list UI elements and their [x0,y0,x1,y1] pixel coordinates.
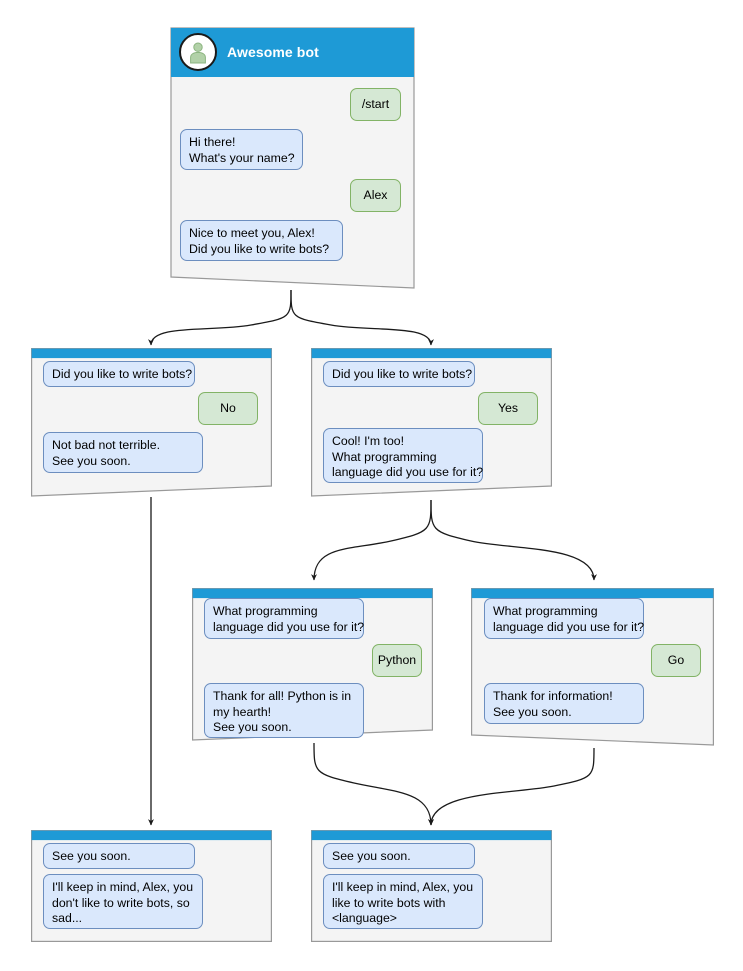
node-no-branch[interactable]: Did you like to write bots? No Not bad n… [31,348,272,500]
node-yes-branch-content: Did you like to write bots? Yes Cool! I'… [311,348,552,500]
bubble-bot-nice-to-meet[interactable]: Nice to meet you, Alex! Did you like to … [180,220,343,261]
bubble-bot-did-you-like-yes[interactable]: Did you like to write bots? [323,361,475,387]
bubble-user-python[interactable]: Python [372,644,422,677]
edge-root-to-no [148,289,292,346]
node-go-branch[interactable]: What programming language did you use fo… [471,588,714,748]
node-root-title: Awesome bot [227,44,319,60]
bubble-bot-cool-im-too[interactable]: Cool! I'm too! What programming language… [323,428,483,483]
person-avatar-icon [179,33,217,71]
bubble-bot-greeting[interactable]: Hi there! What's your name? [180,129,303,170]
bubble-user-go-text: Go [667,652,685,667]
edge-go-to-end-happy [428,747,595,826]
node-root-content: Awesome bot /start Hi there! What's your… [170,27,415,293]
bubble-user-no-text: No [220,400,236,415]
node-end-happy-content: See you soon. I'll keep in mind, Alex, y… [311,830,552,942]
node-go-branch-content: What programming language did you use fo… [471,588,714,748]
node-end-happy[interactable]: See you soon. I'll keep in mind, Alex, y… [311,830,552,942]
bubble-bot-thank-for-all[interactable]: Thank for all! Python is in my hearth! S… [204,683,364,738]
bubble-bot-see-you-soon-happy[interactable]: See you soon. [323,843,475,869]
bubble-user-name-text: Alex [363,187,388,202]
node-yes-branch[interactable]: Did you like to write bots? Yes Cool! I'… [311,348,552,500]
bubble-user-start-text: /start [361,96,390,111]
node-python-branch-content: What programming language did you use fo… [192,588,433,743]
bubble-bot-thank-for-info[interactable]: Thank for information! See you soon. [484,683,644,724]
edge-yes-to-python [311,499,432,581]
bubble-user-yes-text: Yes [497,400,519,415]
bubble-bot-keep-in-mind-sad[interactable]: I'll keep in mind, Alex, you don't like … [43,874,203,929]
node-end-sad[interactable]: See you soon. I'll keep in mind, Alex, y… [31,830,272,942]
bubble-user-no[interactable]: No [198,392,258,425]
bubble-bot-what-language-python[interactable]: What programming language did you use fo… [204,598,364,639]
edge-root-to-yes [290,289,434,346]
edge-yes-to-go [430,499,597,581]
node-root-titlebar: Awesome bot [170,27,415,77]
bubble-bot-keep-in-mind-happy[interactable]: I'll keep in mind, Alex, you like to wri… [323,874,483,929]
node-python-branch[interactable]: What programming language did you use fo… [192,588,433,743]
bubble-bot-not-bad[interactable]: Not bad not terrible. See you soon. [43,432,203,473]
edge-python-to-end-happy [313,742,434,826]
node-no-branch-content: Did you like to write bots? No Not bad n… [31,348,272,500]
bubble-user-go[interactable]: Go [651,644,701,677]
bubble-user-yes[interactable]: Yes [478,392,538,425]
bubble-bot-see-you-soon-sad[interactable]: See you soon. [43,843,195,869]
bubble-bot-did-you-like-no[interactable]: Did you like to write bots? [43,361,195,387]
bubble-user-name[interactable]: Alex [350,179,401,212]
node-root[interactable]: Awesome bot /start Hi there! What's your… [170,27,415,293]
bubble-bot-what-language-go[interactable]: What programming language did you use fo… [484,598,644,639]
bubble-user-python-text: Python [377,652,417,667]
node-end-sad-content: See you soon. I'll keep in mind, Alex, y… [31,830,272,942]
bubble-user-start[interactable]: /start [350,88,401,121]
